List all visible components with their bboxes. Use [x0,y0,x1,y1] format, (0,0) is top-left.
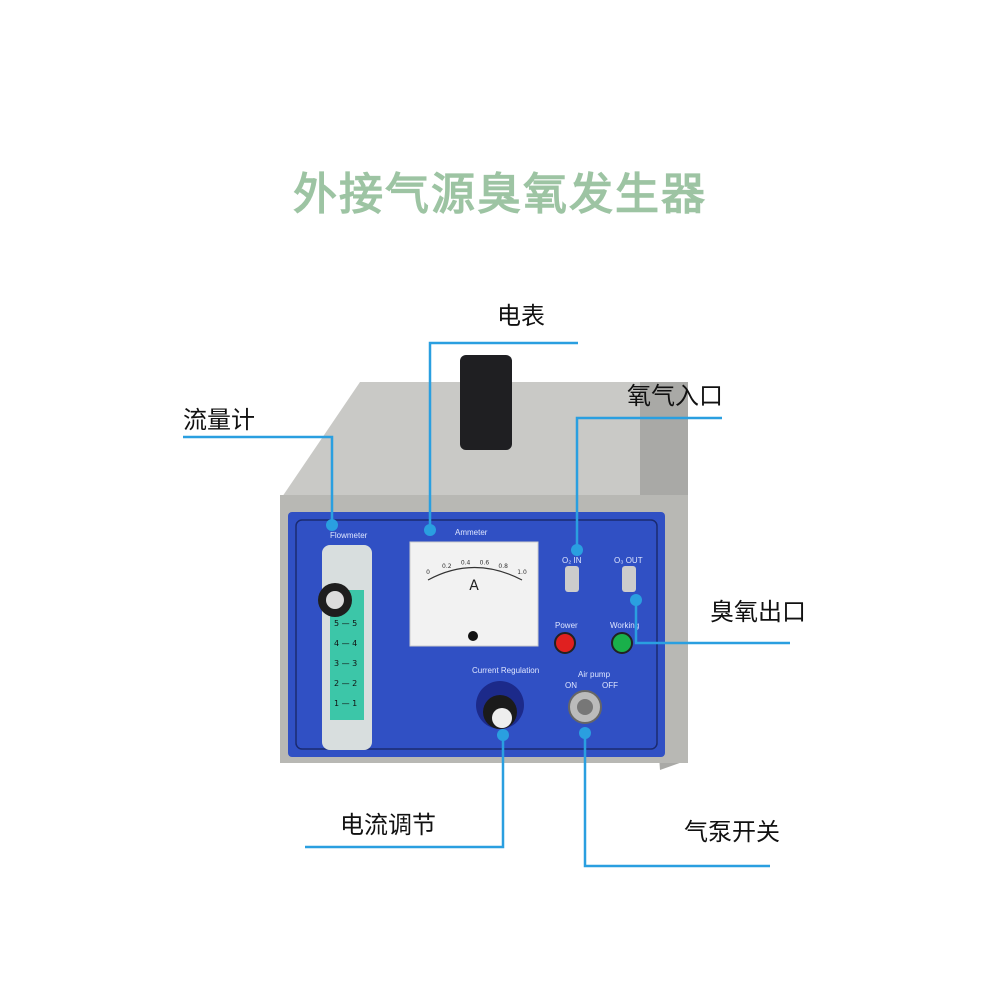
ammeter-gauge [409,541,539,647]
panel-label-air-pump: Air pump [578,670,611,679]
panel-label-o3-out: O₃ OUT [614,556,643,565]
panel-label-on: ON [565,681,577,690]
meter-tick-label: 0.8 [498,563,508,570]
power-button[interactable] [554,632,576,654]
callout-current-adjust: 电流调节 [340,811,436,839]
callout-flowmeter: 流量计 [183,406,255,434]
panel-label-ammeter: Ammeter [455,528,488,537]
callout-ammeter: 电表 [497,302,545,330]
panel-label-power: Power [555,621,578,630]
meter-tick-label: 0.2 [442,563,452,570]
panel-label-current-regulation: Current Regulation [472,666,539,675]
callout-oxygen-inlet: 氧气入口 [627,382,723,410]
meter-tick-label: 0.4 [461,559,471,566]
panel-label-working: Working [610,621,639,630]
flowmeter-tick-label: 2 — 2 [334,679,357,688]
panel-label-off: OFF [602,681,618,690]
meter-tick-label: 0.6 [480,559,490,566]
o2-inlet-port [565,566,579,592]
meter-unit: A [469,578,479,594]
meter-tick-label: 1.0 [517,569,527,576]
flowmeter-tick-label: 4 — 4 [334,639,357,648]
o3-outlet-port [622,566,636,592]
callout-ozone-outlet: 臭氧出口 [710,598,806,626]
callout-lines [183,341,790,868]
callout-air-pump-switch: 气泵开关 [684,818,780,846]
flowmeter-tick-label: 3 — 3 [334,659,357,668]
working-indicator [611,632,633,654]
handle [460,355,512,450]
flowmeter-tick-label: 1 — 1 [334,699,357,708]
meter-tick-label: 0 [426,569,430,576]
panel-label-o2-in: O₂ IN [562,556,582,565]
page-title: 外接气源臭氧发生器 [293,169,707,220]
flowmeter-tick-label: 5 — 5 [334,619,357,628]
panel-label-flowmeter: Flowmeter [330,531,368,540]
